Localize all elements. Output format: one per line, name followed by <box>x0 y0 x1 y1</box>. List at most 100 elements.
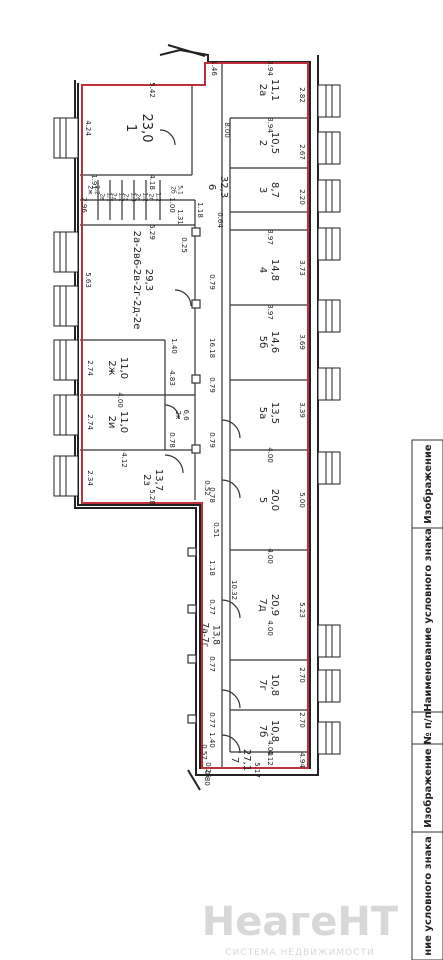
dimension-label: 0.51 <box>212 522 220 538</box>
room-number: 3 <box>257 187 268 193</box>
room-number: 2к <box>174 411 182 420</box>
dimension-label: 4.12 <box>120 452 128 468</box>
dimension-label: 5.17 <box>253 762 261 778</box>
dimension-label: 4.94 <box>298 752 306 768</box>
legend-col-name-2: ние условного знака <box>423 836 434 956</box>
dimension-label: 4.00 <box>266 620 274 636</box>
legend-table: Изображение Наименование условного знака… <box>411 439 443 960</box>
dimension-label: 0.64 <box>216 212 224 228</box>
dimension-label: 0.78 <box>168 432 176 448</box>
legend-col-image-2: Изображение <box>422 748 434 828</box>
room-number: 2з <box>141 474 152 486</box>
dimension-label: 4.00 <box>266 447 274 463</box>
dimension-label: 5.42 <box>148 82 156 98</box>
room-number: 2ж <box>106 360 117 375</box>
dimension-label: 4.24 <box>84 120 92 136</box>
room-area: 29,3 <box>143 269 154 291</box>
dimension-label: 3.94 <box>266 60 274 76</box>
internal-walls <box>80 62 308 768</box>
room-number: 2ж <box>86 185 93 195</box>
dimension-label: 2.96 <box>80 197 88 213</box>
room-area: 20,9 <box>269 594 280 616</box>
watermark-tagline: СИСТЕМА НЕДВИЖИМОСТИ <box>225 948 374 958</box>
room-number: 2а-2в6-2в-2г-2д-2е <box>131 231 142 330</box>
dimension-label: 0.79 <box>208 274 216 290</box>
dimension-label: 0.78 <box>208 487 216 503</box>
room-area: 11,0 <box>118 411 129 433</box>
dimension-label: 5.28 <box>148 489 156 505</box>
dimension-label: 2.82 <box>298 87 306 103</box>
dimension-label: 4.00 <box>266 548 274 564</box>
dimension-label: 1.40 <box>170 338 178 354</box>
legend-col-no: № п/п <box>423 711 434 744</box>
room-area: 20,0 <box>269 489 280 511</box>
room-area: 11,1 <box>269 79 280 101</box>
dimension-label: 1.40 <box>208 732 216 748</box>
room-area: 1,2 <box>118 192 125 202</box>
room-area: 1,1 <box>106 192 113 202</box>
room-area: 11,0 <box>118 357 129 379</box>
room-number: 2в <box>98 193 105 201</box>
room-area: 27,1 <box>241 749 252 771</box>
dimension-label: 2.67 <box>298 144 306 160</box>
dimension-label: 3.97 <box>266 229 274 245</box>
dimension-label: 0.25 <box>204 762 212 778</box>
room-area: 10,8 <box>269 720 280 742</box>
dimension-label: 1.18 <box>196 202 204 218</box>
premises-outline <box>81 62 309 769</box>
dimension-label: 4.12 <box>266 750 274 766</box>
dimension-label: 1.00 <box>168 197 176 213</box>
room-area: 2,2 <box>94 185 101 195</box>
room-area: 23,0 <box>139 114 154 143</box>
room-area: 8,7 <box>269 182 280 198</box>
dimension-label: 0.25 <box>180 237 188 253</box>
watermark: НеагеНТ СИСТЕМА НЕДВИЖИМОСТИ <box>202 899 399 958</box>
room-number: 5 <box>257 497 268 503</box>
dimension-label: 0.79 <box>208 377 216 393</box>
dimension-label: 1.46 <box>210 60 218 76</box>
dimension-label: 1.91 <box>90 174 98 190</box>
room-number: 7а-7г <box>200 623 210 648</box>
dimension-label: 1.18 <box>208 560 216 576</box>
dimension-label: 5.23 <box>298 602 306 618</box>
room-number: 2г <box>147 194 154 201</box>
room-area: 1,2 <box>155 192 162 202</box>
dimension-label: 10.32 <box>230 580 238 600</box>
room-area: 1,3 <box>130 192 137 202</box>
room-number: 5б <box>257 336 268 349</box>
dimension-label: 0.80 <box>203 770 211 786</box>
dimension-label: 5.29 <box>148 224 156 240</box>
dimension-label: 0.77 <box>208 656 216 672</box>
dimension-label: 4.00 <box>266 740 274 756</box>
room-number: 4 <box>257 267 268 273</box>
dimension-label: 4.83 <box>168 370 176 386</box>
dimension-label: 3.73 <box>298 260 306 276</box>
room-number: 7д <box>257 598 268 611</box>
dimension-label: 5.00 <box>298 492 306 508</box>
room-number: 2б <box>169 186 176 194</box>
dimension-label: 2.74 <box>86 360 94 376</box>
dimension-label: 3.97 <box>266 304 274 320</box>
legend-col-image: Изображение <box>422 444 434 524</box>
dimension-label: 4.00 <box>116 392 124 408</box>
watermark-brand: НеагеНТ <box>202 899 399 945</box>
dimension-label: 2.34 <box>86 470 94 486</box>
room-number: 2з <box>122 193 129 200</box>
room-area: 10,8 <box>269 674 280 696</box>
dimension-label: 16.18 <box>208 338 216 358</box>
room-number: 2д <box>110 193 117 201</box>
legend-col-name: Наименование условного знака <box>423 528 434 711</box>
room-area: 5,1 <box>177 185 184 195</box>
room-area: 13,8 <box>210 625 220 645</box>
room-number: 1 <box>123 124 138 132</box>
dimension-label: 0.77 <box>208 712 216 728</box>
dimension-label: 3.94 <box>266 117 274 133</box>
room-area: 13,5 <box>269 402 280 424</box>
dimension-label: 0.77 <box>208 599 216 615</box>
room-number: 5а <box>257 407 268 420</box>
dimension-label: 2.74 <box>86 414 94 430</box>
dimension-label: 2.70 <box>298 712 306 728</box>
